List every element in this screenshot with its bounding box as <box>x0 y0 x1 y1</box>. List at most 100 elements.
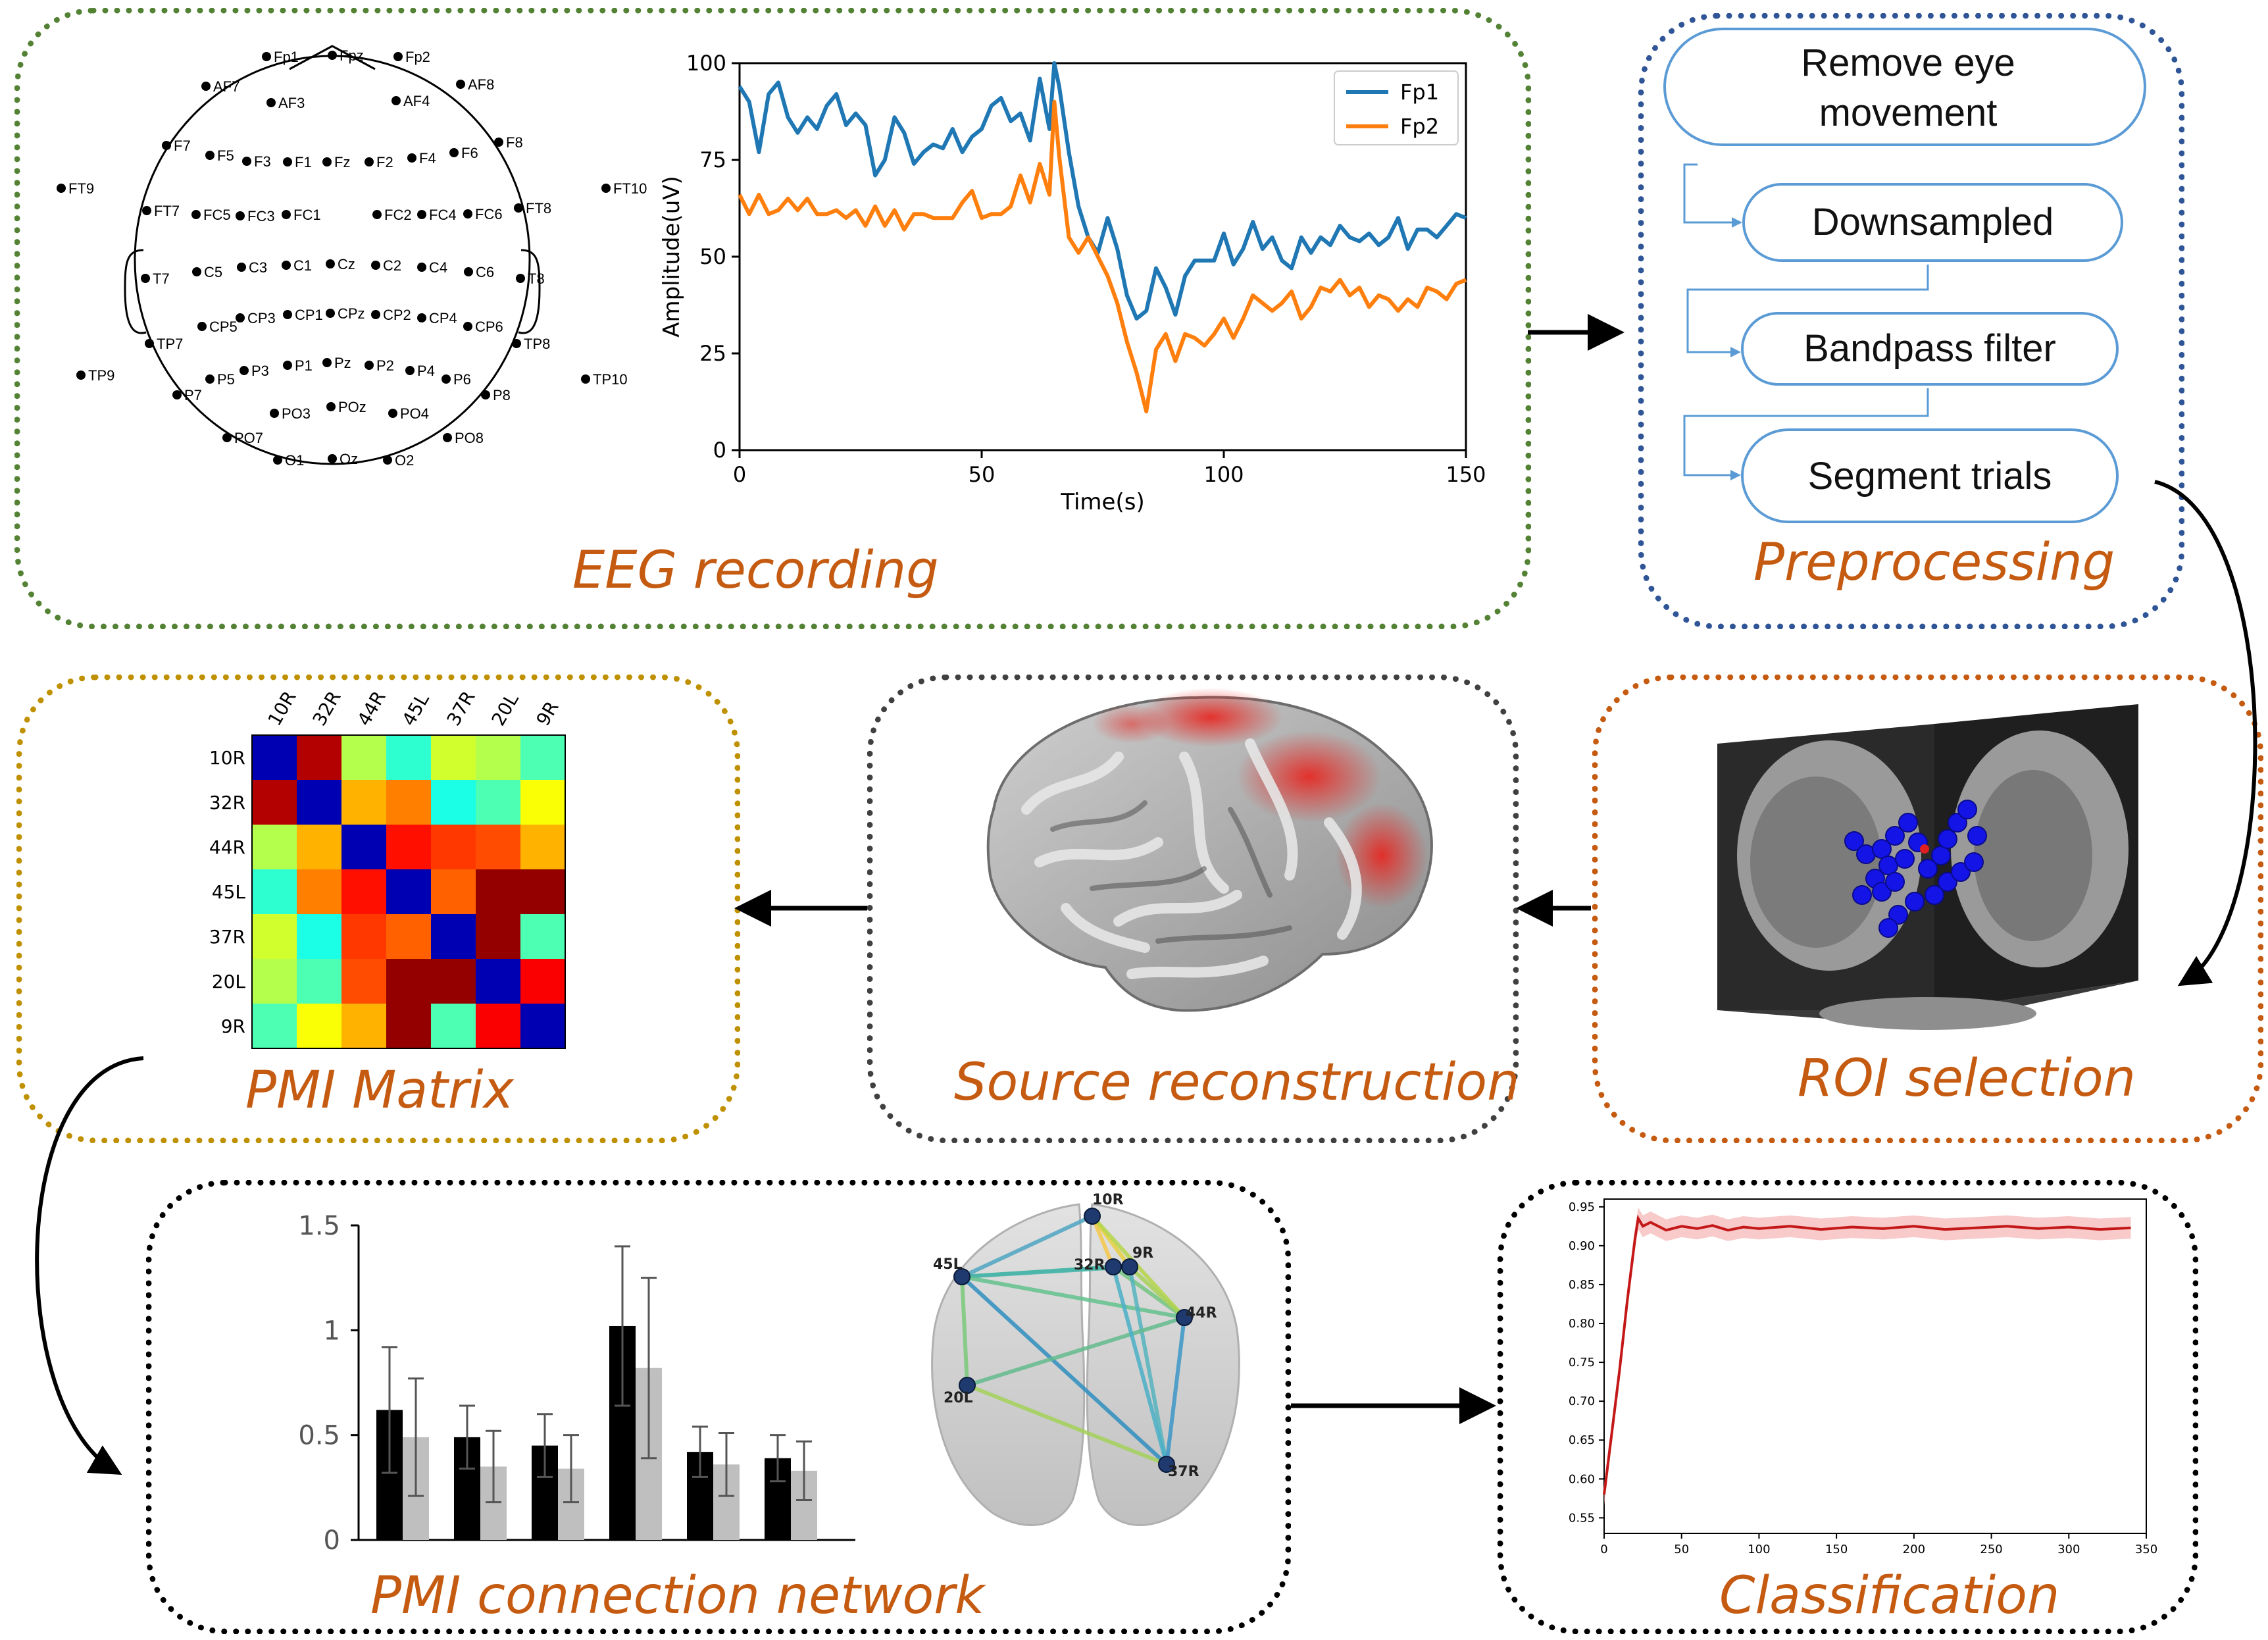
electrode-dot <box>76 371 86 380</box>
electrode-dot <box>57 184 66 193</box>
electrode-label: FC4 <box>429 207 457 223</box>
network-edge <box>1111 1266 1169 1465</box>
electrode-dot <box>581 374 590 384</box>
eeg-legend-label: Fp1 <box>1400 80 1439 105</box>
roi-mri-cube <box>1717 704 2138 1030</box>
cls-y-tick-label: 0.90 <box>1569 1239 1595 1253</box>
heatmap-col-label: 37R <box>442 687 479 729</box>
cls-y-tick-label: 0.80 <box>1569 1317 1595 1331</box>
eeg-x-axis-label: Time(s) <box>1060 489 1144 515</box>
electrode-dot <box>266 98 276 107</box>
cls-y-tick-label: 0.55 <box>1569 1511 1595 1525</box>
electrode-dot <box>463 209 472 218</box>
heatmap-cell <box>386 825 431 869</box>
roi-dot <box>1967 826 1987 846</box>
electrode-label: Fz <box>334 154 350 170</box>
electrode-dot <box>516 274 525 283</box>
eeg-legend-box <box>1334 70 1459 145</box>
heatmap-cell <box>431 735 476 780</box>
step-box-bandpass <box>1741 312 2119 386</box>
network-edge <box>960 1276 969 1386</box>
heatmap-cell <box>252 869 297 914</box>
pmi-bar-chart: 00.511.5 <box>298 1211 855 1556</box>
electrode-dot <box>236 211 245 220</box>
electrode-label: C1 <box>293 257 312 274</box>
electrode-label: F8 <box>506 134 523 151</box>
heatmap-cell <box>520 914 565 959</box>
electrode-label: O1 <box>285 452 304 469</box>
electrode-dot <box>222 433 232 442</box>
roi-dot <box>1931 846 1951 865</box>
source-reconstruction-panel <box>867 675 1519 1143</box>
heatmap-cell <box>252 825 297 869</box>
electrode-dot <box>456 80 465 89</box>
network-node <box>1105 1258 1122 1275</box>
eeg-x-tick-label: 150 <box>1446 462 1486 487</box>
electrode-label: Fp2 <box>405 49 430 65</box>
electrode-label: FT10 <box>613 180 647 197</box>
cls-x-tick-label: 200 <box>1903 1543 1925 1556</box>
heatmap-cell <box>520 735 565 780</box>
electrode-label: Fpz <box>340 47 364 64</box>
eeg-y-tick-label: 0 <box>713 438 726 463</box>
cls-y-tick-label: 0.95 <box>1569 1200 1595 1214</box>
eeg-y-tick-label: 25 <box>699 341 726 366</box>
caption-pmi-matrix: PMI Matrix <box>245 1061 514 1120</box>
electrode-label: AF8 <box>468 76 494 93</box>
electrode-label: FT9 <box>68 180 94 197</box>
flow-arrows <box>35 314 2257 1475</box>
roi-dot <box>1948 813 1967 833</box>
cls-x-tick-label: 150 <box>1825 1543 1848 1556</box>
cls-y-tick-label: 0.85 <box>1569 1278 1595 1292</box>
electrode-dot <box>365 157 374 167</box>
electrode-label: T8 <box>528 270 545 287</box>
eeg-y-tick-label: 50 <box>699 244 726 269</box>
eeg-series-line-fp2 <box>738 99 1467 414</box>
roi-dot <box>1872 882 1892 902</box>
electrode-label: F5 <box>217 147 234 164</box>
connector-arrow-2 <box>1730 347 1741 357</box>
heatmap-cell <box>386 735 431 780</box>
electrode-dot <box>443 433 452 442</box>
step-label-segment: Segment trials <box>1807 455 2052 498</box>
electrode-dot <box>172 390 182 399</box>
electrode-dot <box>326 259 335 269</box>
electrode-dot <box>328 454 337 463</box>
electrode-dot <box>197 322 207 331</box>
electrode-dot <box>391 96 401 105</box>
roi-dot <box>1844 831 1864 851</box>
electrode-label: FT7 <box>154 203 180 219</box>
heatmap-cell <box>520 1004 565 1048</box>
electrode-dot <box>273 455 282 465</box>
heatmap-cell <box>431 825 476 869</box>
classification-panel <box>1498 1180 2198 1634</box>
cls-y-tick-label: 0.75 <box>1569 1356 1595 1370</box>
network-edge <box>1128 1266 1169 1465</box>
electrode-label: FT8 <box>526 200 551 217</box>
arrow-pre-to-roi <box>2154 480 2257 987</box>
electrode-dot <box>326 402 336 411</box>
heatmap-cell <box>297 959 341 1004</box>
heatmap-cell <box>341 869 386 914</box>
electrode-dot <box>239 366 249 375</box>
cls-x-tick-label: 250 <box>1980 1543 2002 1556</box>
heatmap-cell <box>520 780 565 825</box>
cls-y-tick-label: 0.60 <box>1569 1472 1595 1486</box>
roi-dot <box>1925 885 1944 905</box>
network-node <box>1176 1309 1193 1326</box>
network-edge <box>1090 1215 1115 1268</box>
cls-y-tick-label: 0.70 <box>1569 1395 1595 1408</box>
electrode-dot <box>205 151 214 160</box>
roi-dot <box>1938 829 1957 849</box>
electrode-label: CP4 <box>429 310 457 326</box>
electrode-label: F4 <box>419 150 436 167</box>
roi-dot <box>1951 862 1971 882</box>
network-node <box>953 1268 970 1285</box>
step-box-remove-eye <box>1663 28 2146 146</box>
roi-dot <box>1898 813 1918 833</box>
arrow-matrix-to-network <box>35 1056 144 1475</box>
heatmap-row-label: 20L <box>212 971 246 992</box>
